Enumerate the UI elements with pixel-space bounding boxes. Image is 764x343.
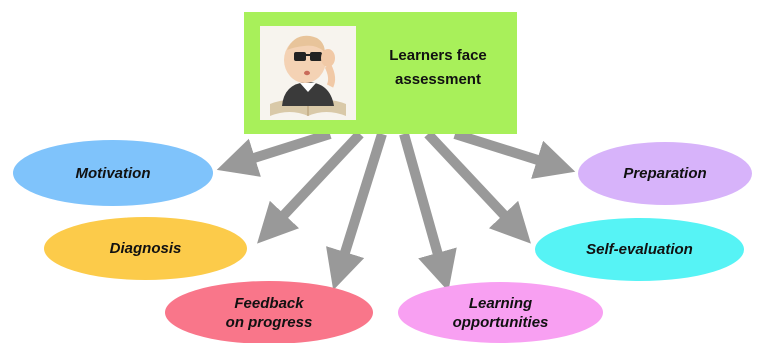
outcome-label: Diagnosis	[109, 240, 182, 257]
outcome-label: Preparation	[623, 165, 707, 182]
child-reading-image	[260, 26, 356, 120]
arrow-to-self-evaluation	[424, 130, 531, 244]
arrow-to-feedback	[326, 132, 387, 291]
center-label: Learners face assessment	[372, 44, 504, 92]
outcome-motivation: Motivation	[13, 140, 213, 206]
outcome-label-line1: Feedback	[234, 294, 304, 312]
arrow-to-preparation	[453, 129, 576, 179]
outcome-label-line2: on progress	[225, 313, 313, 331]
arrow-to-diagnosis	[257, 130, 364, 244]
outcome-label: Motivation	[75, 164, 151, 182]
arrow-to-learning	[399, 132, 457, 292]
center-label-line1: Learners face	[389, 47, 487, 64]
outcome-preparation: Preparation	[578, 142, 752, 205]
center-node: Learners face assessment	[244, 12, 517, 134]
outcome-self-evaluation: Self-evaluation	[535, 218, 744, 281]
outcome-diagnosis: Diagnosis	[44, 217, 247, 280]
outcome-label-line1: Learning	[468, 294, 533, 312]
outcome-label: Self-evaluation	[586, 241, 693, 258]
outcome-learning-opportunities: Learning opportunities	[398, 282, 603, 343]
center-label-line2: assessment	[395, 71, 481, 88]
outcome-label-line2: opportunities	[452, 313, 549, 331]
outcome-feedback: Feedback on progress	[165, 281, 373, 343]
arrow-to-motivation	[216, 129, 332, 177]
